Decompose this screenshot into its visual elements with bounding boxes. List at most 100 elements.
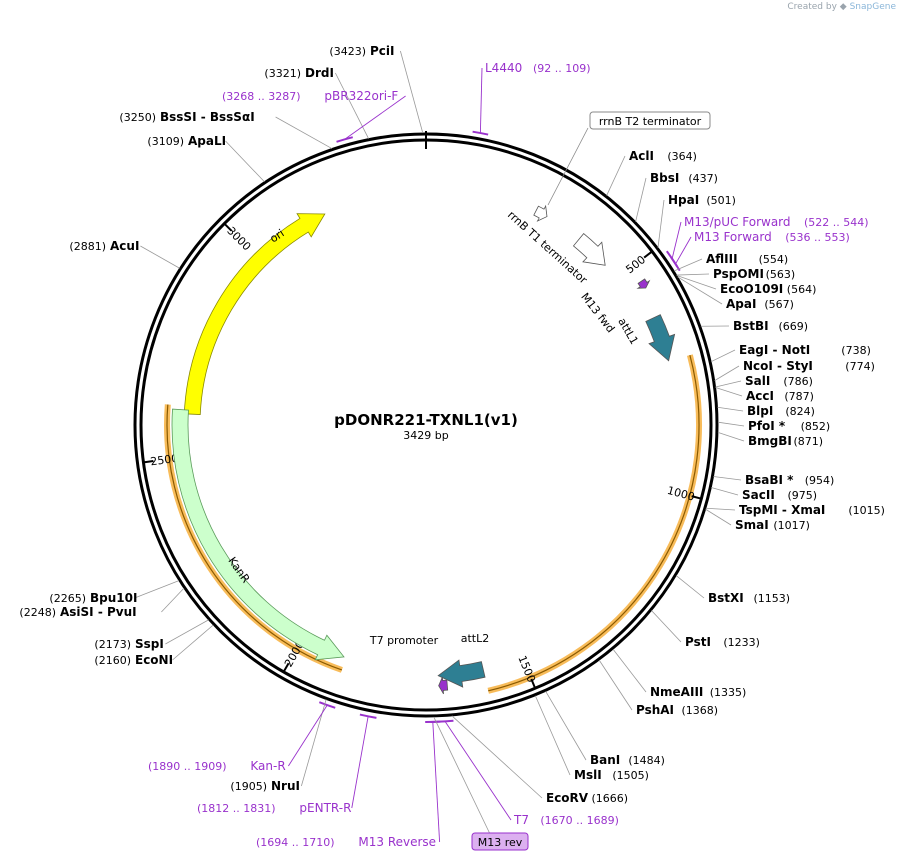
primer-leader-3 [675, 236, 692, 265]
rrnb-t2-leader [547, 127, 589, 206]
primer-mark-4 [318, 701, 336, 709]
tick-mark-3 [283, 662, 290, 672]
site-name-7: SspI [135, 637, 164, 651]
primer-range-0: (92 .. 109) [533, 62, 591, 75]
primer-name-4: Kan-R [250, 759, 285, 773]
tick-mark-4 [144, 460, 154, 464]
site-name-21: AccI [746, 389, 774, 403]
tick-mark-1 [691, 495, 701, 500]
leader-21 [715, 387, 743, 397]
site-pos-10: (364) [667, 150, 697, 163]
site-pos-34: (1505) [612, 769, 649, 782]
primer-name-2: M13/pUC Forward [684, 215, 791, 229]
leader-23 [717, 421, 745, 427]
feature-arrow-t7-promoter [438, 676, 449, 695]
site-name-6: AsiSI - PvuI [60, 605, 137, 619]
tick-mark-0 [643, 251, 652, 259]
site-name-24: BmgBI [748, 434, 792, 448]
leader-27 [705, 507, 736, 511]
insert-arc-core-1 [166, 404, 343, 671]
site-name-33: BanI [590, 753, 620, 767]
leader-30 [651, 610, 682, 643]
feature-arrow-rrnb-t2-terminator [533, 204, 548, 222]
rrnb-t2-label-box [589, 111, 711, 130]
tick-mark-2 [530, 678, 536, 688]
site-name-12: HpaI [668, 193, 699, 207]
primer-range-2: (522 .. 544) [804, 216, 869, 229]
site-name-14: PspOMI [713, 267, 764, 281]
plasmid-size: 3429 bp [403, 429, 448, 442]
leader-4 [140, 245, 180, 269]
site-pos-16: (567) [764, 298, 794, 311]
site-pos-20: (786) [783, 375, 813, 388]
m13-rev-label-box [471, 832, 529, 851]
leader-1 [335, 72, 369, 139]
site-pos-5: (2265) [49, 592, 86, 605]
leader-0 [400, 50, 424, 134]
leader-24 [717, 431, 745, 442]
site-pos-0: (3423) [329, 45, 366, 58]
leader-19 [714, 365, 740, 381]
leader-29 [675, 575, 705, 599]
site-name-32: PshAI [636, 703, 674, 717]
tick-label-4: 2500 [150, 452, 179, 469]
site-name-27: TspMI - XmaI [739, 503, 825, 517]
site-name-4: AcuI [110, 239, 139, 253]
site-pos-21: (787) [784, 390, 814, 403]
site-pos-14: (563) [766, 268, 796, 281]
site-pos-26: (975) [788, 489, 818, 502]
created-by-label: Created by [787, 2, 837, 12]
primer-name-0: L4440 [485, 61, 522, 75]
plasmid-name: pDONR221-TXNL1(v1) [334, 411, 518, 429]
site-labels: (3423)PciI(3321)DrdI(3250)BssSI - BssSαI… [19, 44, 885, 849]
snapgene-product-label: SnapGene [849, 2, 896, 12]
feature-arrow-attl1 [645, 314, 676, 362]
site-name-8: EcoNI [135, 653, 173, 667]
site-name-25: BsaBI * [745, 473, 794, 487]
site-pos-3: (3109) [147, 135, 184, 148]
site-name-3: ApaLI [188, 134, 226, 148]
site-pos-9: (1905) [230, 780, 267, 793]
site-pos-28: (1017) [773, 519, 810, 532]
tick-label-5: 3000 [224, 224, 253, 253]
tick-mark-5 [224, 223, 233, 232]
site-name-5: Bpu10I [90, 591, 137, 605]
leader-35 [451, 715, 543, 799]
orange-arcs [164, 354, 702, 694]
site-pos-15: (564) [787, 283, 817, 296]
primer-leader-2 [671, 221, 682, 259]
site-name-34: MslI [574, 768, 602, 782]
leader-25 [713, 476, 742, 481]
feature-arrow-kanr [171, 408, 345, 661]
leader-16 [677, 276, 723, 305]
site-pos-8: (2160) [94, 654, 131, 667]
attl2-label: attL2 [461, 632, 490, 645]
site-name-35: EcoRV [546, 791, 589, 805]
primer-leader-7 [444, 721, 512, 821]
snapgene-logo-icon: ◆ [839, 2, 847, 12]
site-pos-27: (1015) [848, 504, 885, 517]
primer-range-6: (1694 .. 1710) [256, 836, 335, 849]
site-name-11: BbsI [650, 171, 679, 185]
site-name-26: SacII [742, 488, 775, 502]
site-name-19: NcoI - StyI [743, 359, 813, 373]
site-name-16: ApaI [726, 297, 756, 311]
site-name-29: BstXI [708, 591, 744, 605]
site-name-30: PstI [685, 635, 711, 649]
site-name-1: DrdI [305, 66, 334, 80]
feature-arrow-ori [183, 213, 326, 415]
leader-33 [545, 691, 587, 761]
site-pos-32: (1368) [682, 704, 719, 717]
leader-20 [715, 380, 742, 388]
label-leaders [134, 50, 745, 843]
primer-range-3: (536 .. 553) [785, 231, 850, 244]
site-pos-4: (2881) [69, 240, 106, 253]
leader-10 [606, 155, 626, 196]
feature-arrow-rrnb-t1-terminator [572, 233, 606, 266]
site-pos-35: (1666) [592, 792, 629, 805]
site-pos-22: (824) [785, 405, 815, 418]
site-pos-11: (437) [688, 172, 718, 185]
primer-leader-1 [344, 95, 406, 140]
primer-mark-0 [472, 130, 489, 136]
leader-26 [711, 487, 739, 496]
